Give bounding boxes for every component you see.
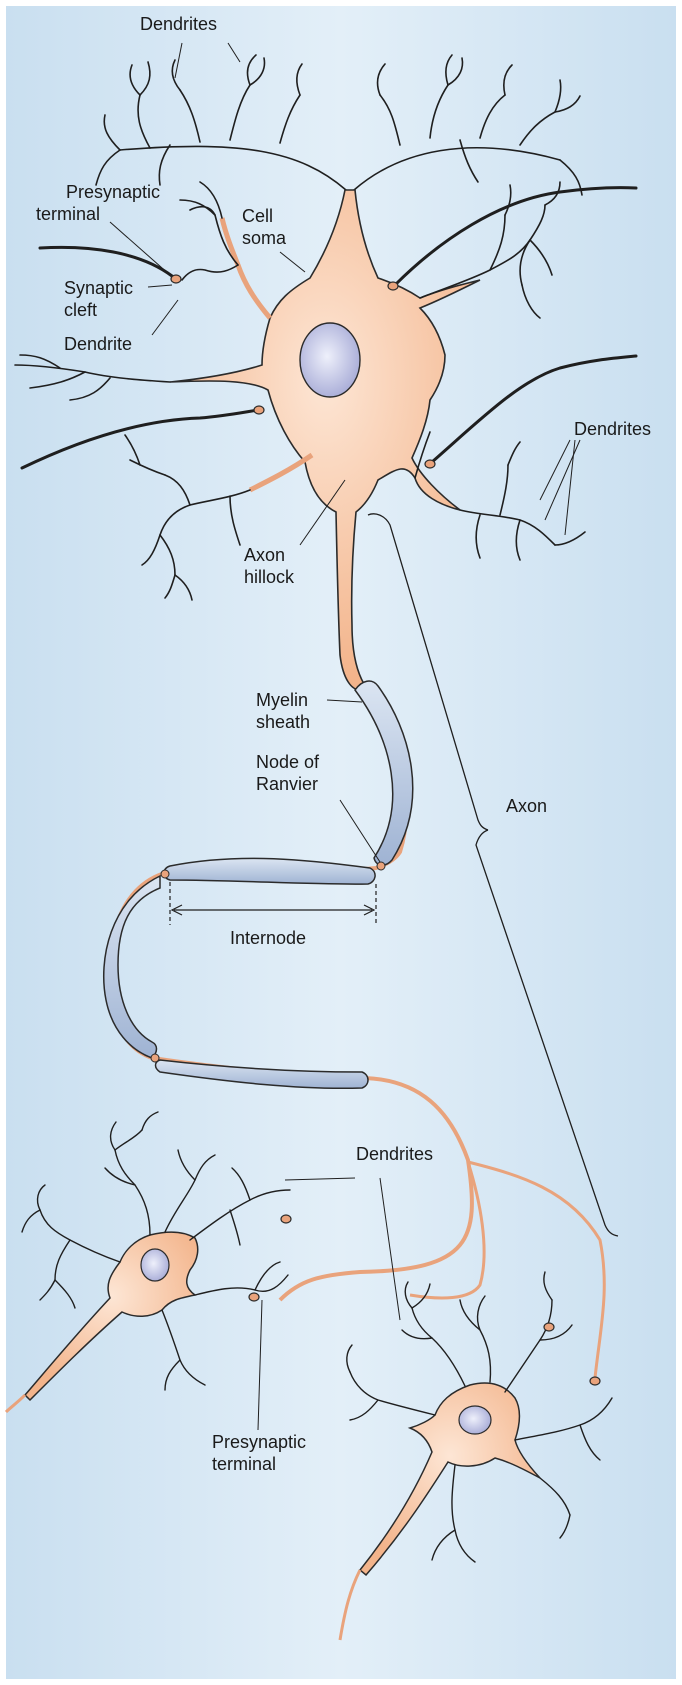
myelin-segment — [154, 1059, 369, 1090]
label-dendrite: Dendrite — [64, 334, 133, 354]
myelin-segment — [354, 680, 414, 866]
top-dendrites — [95, 54, 583, 196]
label-dendrites-right: Dendrites — [574, 419, 652, 439]
leader-lines — [109, 42, 581, 1431]
soma-branch-lower-left — [248, 452, 314, 493]
label-presynaptic-terminal-top-line2: terminal — [35, 204, 100, 224]
label-internode: Internode — [230, 928, 307, 948]
label-dendrites-bottom: Dendrites — [356, 1144, 434, 1164]
cell-soma — [169, 189, 481, 691]
label-synaptic-cleft-line2: cleft — [64, 300, 98, 320]
label-axon-hillock-line2: hillock — [244, 567, 295, 587]
lower-left-axon — [4, 1393, 27, 1414]
nucleus — [299, 322, 361, 398]
lower-left-dendrites — [21, 1111, 291, 1391]
soma-dendrites — [14, 181, 586, 601]
axon-collaterals — [409, 1160, 606, 1379]
label-presynaptic-terminal-bottom-line2: terminal — [212, 1454, 277, 1474]
label-synaptic-cleft-line1: Synaptic — [64, 278, 134, 298]
myelin-segment — [163, 857, 376, 885]
axon-bracket — [367, 513, 619, 1237]
incoming-axons — [20, 186, 638, 470]
myelin-segment — [103, 874, 161, 1059]
label-node-of-ranvier-line2: Ranvier — [256, 774, 319, 794]
label-axon: Axon — [506, 796, 548, 816]
myelin-sheath-segments — [103, 680, 414, 1090]
lower-right-nucleus — [458, 1405, 492, 1435]
lower-synaptic-boutons — [248, 1214, 601, 1386]
label-presynaptic-terminal-bottom-line1: Presynaptic — [212, 1432, 307, 1452]
lower-right-cell-soma — [358, 1382, 541, 1577]
label-cell-soma-line2: soma — [242, 228, 287, 248]
lower-right-axon — [338, 1569, 362, 1641]
label-axon-hillock-line1: Axon — [244, 545, 286, 565]
label-dendrites-top: Dendrites — [140, 14, 218, 34]
label-myelin-sheath-line2: sheath — [256, 712, 311, 732]
synaptic-boutons — [170, 274, 436, 469]
label-cell-soma-line1: Cell — [242, 206, 274, 226]
nodes-of-ranvier — [150, 861, 386, 1063]
label-node-of-ranvier-line1: Node of — [256, 752, 320, 772]
lower-right-dendrites — [346, 1271, 613, 1563]
label-myelin-sheath-line1: Myelin — [256, 690, 309, 710]
lower-left-nucleus — [140, 1248, 170, 1282]
internode-measure — [169, 882, 377, 925]
label-presynaptic-terminal-top-line1: Presynaptic — [65, 182, 160, 202]
